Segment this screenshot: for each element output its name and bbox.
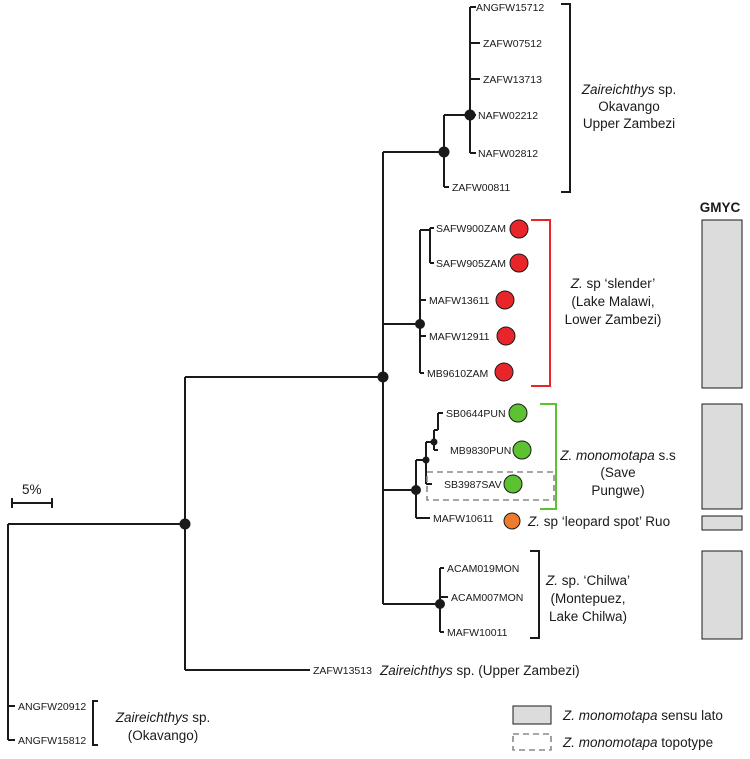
red-marker	[494, 362, 514, 382]
tip-label: MB9830PUN	[450, 445, 511, 457]
node-mono2	[422, 456, 430, 464]
tip-label: SB0644PUN	[446, 408, 506, 420]
orange-marker	[503, 512, 521, 530]
topotype-box	[426, 471, 555, 501]
node-mono3	[430, 438, 438, 446]
bracket-okavango-upper	[561, 3, 571, 193]
node-root	[179, 518, 191, 530]
clade-okavango-line1: Zaireichthys sp.	[115, 710, 211, 725]
clade-slender-line1: Z. sp ‘slender’	[570, 276, 656, 291]
tree-nodes	[179, 109, 476, 609]
gmyc-header: GMYC	[700, 200, 741, 215]
tip-label: NAFW02212	[478, 110, 538, 122]
tip-label: ANGFW20912	[18, 701, 86, 713]
clade-okavango-upper-line3: Upper Zambezi	[583, 116, 675, 131]
tip-label: ZAFW07512	[483, 38, 542, 50]
node-chilwa	[435, 599, 445, 609]
tip-label: ZAFW13513	[313, 665, 372, 677]
node-c	[438, 146, 450, 158]
bracket-chilwa	[530, 550, 540, 639]
node-b	[377, 371, 389, 383]
tip-label: SB3987SAV	[444, 479, 502, 491]
node-slender	[415, 319, 425, 329]
tip-label: MAFW12911	[429, 331, 490, 343]
red-marker	[495, 290, 515, 310]
red-marker	[496, 326, 516, 346]
clade-okavango-upper-line1: Zaireichthys sp.	[581, 82, 677, 97]
tip-label: MB9610ZAM	[427, 368, 488, 380]
clade-slender-line3: Lower Zambezi)	[565, 312, 662, 327]
scale-bar: 5%	[11, 482, 53, 508]
clade-upper-zambezi-label: Zaireichthys sp. (Upper Zambezi)	[379, 663, 580, 678]
tip-label: SAFW900ZAM	[436, 223, 506, 235]
clade-brackets	[92, 3, 571, 746]
clade-okavango-line2: (Okavango)	[128, 728, 199, 743]
clade-chilwa-line1: Z. sp. ‘Chilwa’	[545, 573, 630, 588]
clade-monomotapa-line1: Z. monomotapa s.s	[559, 448, 676, 463]
tip-label: ACAM019MON	[447, 563, 519, 575]
tip-markers	[494, 219, 532, 530]
tip-label: ZAFW00811	[452, 182, 510, 194]
legend-sensu-lato-label: Z. monomotapa sensu lato	[562, 708, 723, 723]
bracket-monomotapa	[540, 403, 557, 510]
tip-label: MAFW10011	[447, 627, 508, 639]
clade-slender-line2: (Lake Malawi,	[571, 294, 654, 309]
legend-swatch-topotype	[512, 733, 552, 751]
tip-label: ZAFW13713	[483, 74, 542, 86]
gmyc-bar-monomotapa	[701, 403, 743, 510]
clade-monomotapa-line3: Pungwe)	[591, 483, 644, 498]
clade-labels: Zaireichthys sp. Okavango Upper Zambezi …	[115, 82, 677, 743]
scale-bar-label: 5%	[22, 482, 42, 497]
tip-label: ANGFW15712	[476, 2, 544, 14]
tree-branches	[7, 6, 480, 741]
tip-label: SAFW905ZAM	[436, 258, 506, 270]
tip-label: MAFW10611	[433, 513, 494, 525]
green-marker	[508, 403, 528, 423]
gmyc-bar-leopard	[701, 515, 743, 531]
bracket-slender	[531, 219, 551, 387]
red-marker	[509, 219, 529, 239]
tip-label: MAFW13611	[429, 295, 490, 307]
gmyc-bar-slender	[701, 219, 743, 389]
tip-label: ANGFW15812	[18, 735, 86, 747]
gmyc-bar-chilwa	[701, 550, 743, 640]
tip-label: ACAM007MON	[451, 592, 523, 604]
legend-swatch-sensu-lato	[512, 705, 552, 725]
green-marker	[512, 440, 532, 460]
tip-label: NAFW02812	[478, 148, 538, 160]
green-marker	[503, 474, 523, 494]
legend: Z. monomotapa sensu lato Z. monomotapa t…	[512, 705, 723, 751]
clade-leopard-label: Z. sp ‘leopard spot’ Ruo	[527, 514, 670, 529]
clade-chilwa-line2: (Montepuez,	[550, 591, 625, 606]
node-c2	[464, 109, 476, 121]
bracket-okavango	[92, 700, 98, 746]
red-marker	[509, 253, 529, 273]
node-mono	[411, 485, 421, 495]
clade-monomotapa-line2: (Save	[600, 465, 635, 480]
gmyc-column: GMYC	[700, 200, 743, 640]
legend-topotype-label: Z. monomotapa topotype	[562, 735, 713, 750]
tip-labels: ANGFW15712 ZAFW07512 ZAFW13713 NAFW02212…	[18, 2, 544, 747]
clade-chilwa-line3: Lake Chilwa)	[549, 609, 627, 624]
clade-okavango-upper-line2: Okavango	[598, 99, 660, 114]
